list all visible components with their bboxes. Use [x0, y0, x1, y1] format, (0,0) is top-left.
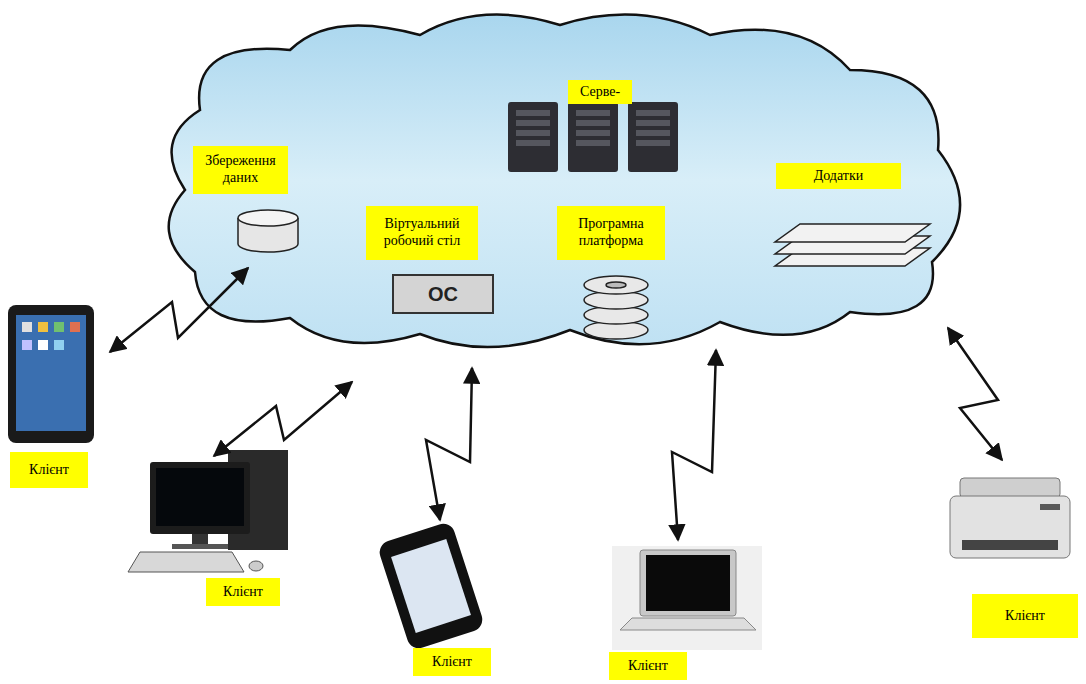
storage-cylinder	[238, 210, 298, 252]
client-label: Клієнт	[609, 652, 687, 680]
cloud-label: Програмна платформа	[557, 206, 665, 260]
application-sheets	[775, 224, 930, 266]
phone-icon	[377, 521, 486, 652]
client-label: Клієнт	[10, 452, 88, 488]
cloud-outline	[169, 15, 960, 347]
cloud-label: Додатки	[776, 163, 901, 189]
node-text: Клієнт	[1005, 608, 1045, 625]
node-text: Додатки	[814, 168, 864, 185]
node-text: Клієнт	[29, 462, 69, 479]
cloud-label: Збереження даних	[193, 146, 288, 194]
node-text: Клієнт	[432, 654, 472, 671]
node-text: Клієнт	[223, 584, 263, 601]
cloud-label: Серве-	[568, 80, 632, 104]
node-text: Серве-	[580, 84, 620, 101]
printer-icon	[950, 478, 1070, 558]
client-label: Клієнт	[413, 648, 491, 676]
tablet-icon	[8, 305, 94, 443]
node-text: Збереження даних	[197, 153, 284, 187]
zigzag-arrows	[110, 268, 1002, 540]
disc-stack	[584, 276, 648, 339]
cloud-label: Віртуальний робочий стіл	[366, 206, 478, 260]
laptop-icon	[612, 546, 762, 650]
node-text: ОС	[428, 283, 458, 306]
node-text: Клієнт	[628, 658, 668, 675]
desktop-icon	[128, 450, 288, 572]
client-label: Клієнт	[206, 578, 280, 606]
client-label: Клієнт	[972, 594, 1078, 638]
node-text: Програмна платформа	[561, 216, 661, 250]
os-box: ОС	[392, 274, 494, 314]
node-text: Віртуальний робочий стіл	[370, 216, 474, 250]
server-icons	[508, 102, 678, 172]
